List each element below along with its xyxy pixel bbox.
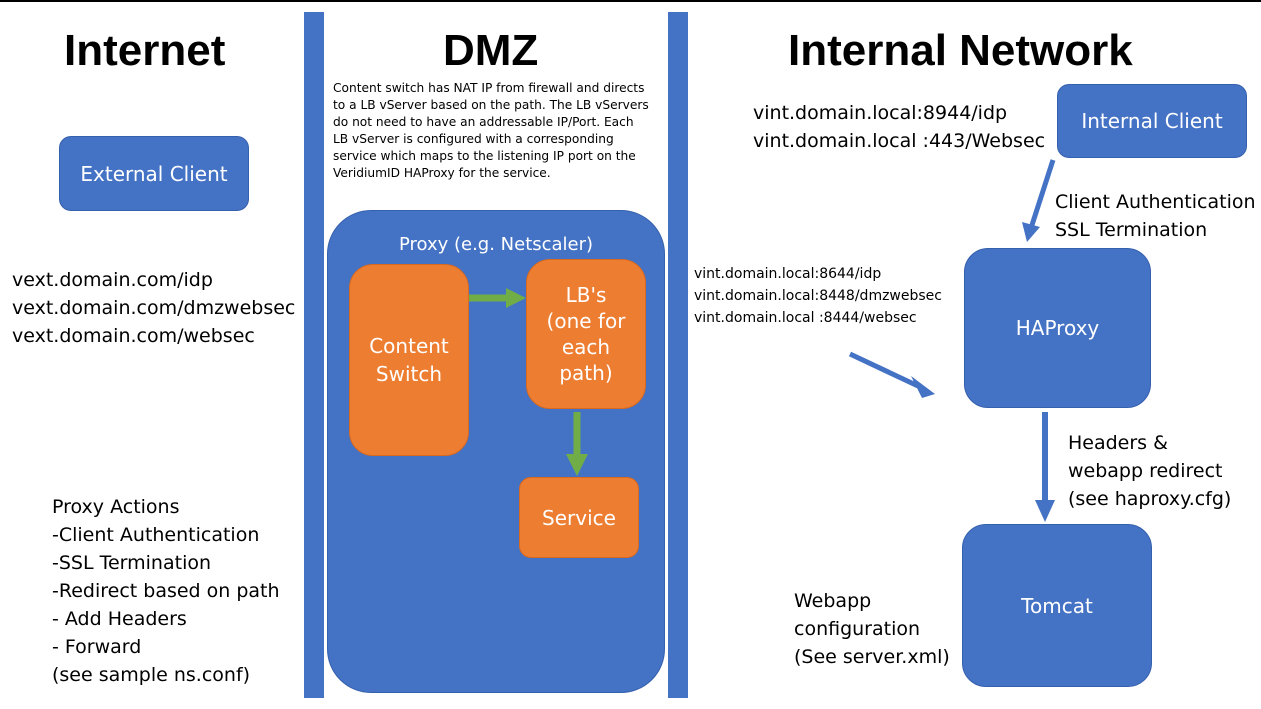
- webapp-line: (See server.xml): [794, 646, 950, 668]
- internal-client-node: Internal Client: [1057, 84, 1247, 158]
- dmz-right-divider: [668, 12, 688, 698]
- proxy-action-item: -SSL Termination: [52, 552, 212, 574]
- dmz-note-line: VeridiumID HAProxy for the service.: [333, 166, 551, 180]
- service-node: Service: [519, 477, 639, 558]
- dmz-to-haproxy-url: vint.domain.local:8644/idp: [694, 266, 882, 282]
- zone-heading-internet: Internet: [64, 26, 226, 75]
- webapp-line: Webapp: [794, 590, 872, 612]
- dmz-note-line: LB vServer is configured with a correspo…: [333, 132, 614, 146]
- client-auth-line: SSL Termination: [1055, 219, 1208, 241]
- dmz-left-divider: [304, 12, 324, 698]
- tomcat-node: Tomcat: [962, 524, 1152, 687]
- proxy-label: Proxy (e.g. Netscaler): [398, 234, 594, 255]
- internal-client-url: vint.domain.local:8944/idp: [753, 102, 1008, 124]
- internal-client-label: Internal Client: [1081, 109, 1223, 133]
- haproxy-node: HAProxy: [964, 248, 1151, 408]
- lbs-label: path): [559, 361, 613, 385]
- webapp-line: configuration: [794, 618, 921, 640]
- dmz-to-haproxy-urls: vint.domain.local:8644/idp vint.domain.l…: [694, 263, 942, 329]
- headers-line: (see haproxy.cfg): [1068, 488, 1232, 510]
- dmz-note-line: Content switch has NAT IP from firewall …: [333, 81, 645, 95]
- external-client-node: External Client: [59, 136, 249, 211]
- headers-label: Headers & webapp redirect (see haproxy.c…: [1068, 429, 1231, 513]
- external-client-label: External Client: [80, 161, 228, 186]
- top-edge: [0, 0, 1261, 2]
- external-url: vext.domain.com/dmzwebsec: [12, 297, 296, 319]
- external-url: vext.domain.com/websec: [12, 325, 255, 347]
- haproxy-label: HAProxy: [1015, 316, 1100, 340]
- client-auth-line: Client Authentication: [1055, 191, 1256, 213]
- internal-client-url: vint.domain.local :443/Websec: [753, 130, 1046, 152]
- proxy-action-item: -Redirect based on path: [52, 580, 280, 602]
- arrow-dmz-to-haproxy: [848, 351, 935, 398]
- dmz-note: Content switch has NAT IP from firewall …: [333, 80, 649, 182]
- proxy-actions-title: Proxy Actions: [52, 496, 180, 518]
- zone-heading-dmz: DMZ: [443, 26, 539, 75]
- internal-client-urls: vint.domain.local:8944/idp vint.domain.l…: [753, 99, 1045, 155]
- external-urls: vext.domain.com/idp vext.domain.com/dmzw…: [12, 266, 295, 350]
- external-url: vext.domain.com/idp: [12, 269, 213, 291]
- service-label: Service: [542, 505, 616, 530]
- content-switch-node: Content Switch: [349, 264, 469, 456]
- dmz-note-line: do not need to have an addressable IP/Po…: [333, 115, 634, 129]
- proxy-action-item: -Client Authentication: [52, 524, 260, 546]
- tomcat-label: Tomcat: [1021, 593, 1093, 618]
- arrow-internal-client-to-haproxy: [1022, 159, 1056, 242]
- client-auth-label: Client Authentication SSL Termination: [1055, 188, 1256, 244]
- proxy-action-item: (see sample ns.conf): [52, 664, 251, 686]
- lbs-label: LB's: [565, 283, 607, 307]
- lbs-label: (one for: [546, 309, 626, 333]
- lbs-node: LB's (one for each path): [526, 259, 646, 409]
- content-switch-label: Switch: [375, 362, 443, 386]
- lbs-label: each: [561, 335, 611, 359]
- proxy-actions: Proxy Actions -Client Authentication -SS…: [52, 493, 280, 689]
- headers-line: webapp redirect: [1068, 460, 1223, 482]
- webapp-label: Webapp configuration (See server.xml): [794, 587, 950, 671]
- arrow-haproxy-to-tomcat: [1035, 412, 1055, 522]
- dmz-to-haproxy-url: vint.domain.local :8444/websec: [694, 310, 917, 326]
- dmz-to-haproxy-url: vint.domain.local:8448/dmzwebsec: [694, 288, 942, 304]
- zone-heading-internal-network: Internal Network: [788, 26, 1133, 75]
- dmz-note-line: service which maps to the listening IP p…: [333, 149, 636, 163]
- content-switch-label: Content: [369, 334, 449, 358]
- proxy-action-item: - Add Headers: [52, 608, 187, 630]
- headers-line: Headers &: [1068, 432, 1168, 454]
- proxy-action-item: - Forward: [52, 636, 142, 658]
- dmz-note-line: to a LB vServer based on the path. The L…: [333, 98, 649, 112]
